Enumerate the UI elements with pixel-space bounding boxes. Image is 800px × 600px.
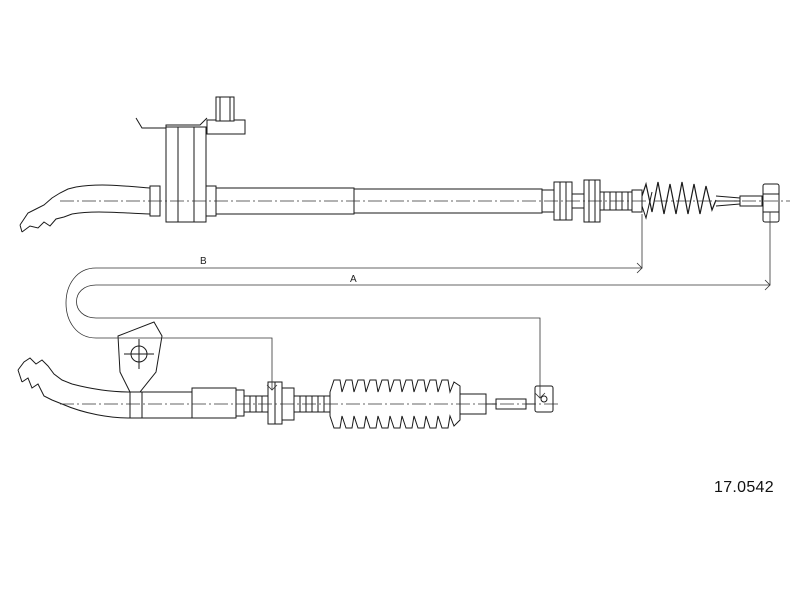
- dimension-b-label: B: [200, 256, 207, 267]
- dimension-lines: [65, 212, 771, 399]
- upper-cut-end: [19, 186, 77, 233]
- lower-mount-bracket: [117, 321, 163, 419]
- upper-mount-bracket: [135, 96, 246, 223]
- lower-adjuster: [243, 381, 331, 425]
- lower-end-fitting: [534, 385, 554, 413]
- lower-tube-a: [141, 391, 193, 419]
- dimension-b-line: [65, 214, 643, 390]
- upper-end-fitting: [762, 183, 780, 223]
- dimension-a-label: A: [350, 274, 357, 285]
- dimension-a-line: [76, 212, 771, 398]
- lower-cable: [17, 321, 560, 429]
- lower-cut-end: [17, 357, 73, 405]
- upper-cable: [19, 96, 790, 233]
- part-number: 17.0542: [714, 479, 774, 496]
- lower-tube-b: [191, 387, 237, 419]
- upper-boot: [641, 181, 741, 220]
